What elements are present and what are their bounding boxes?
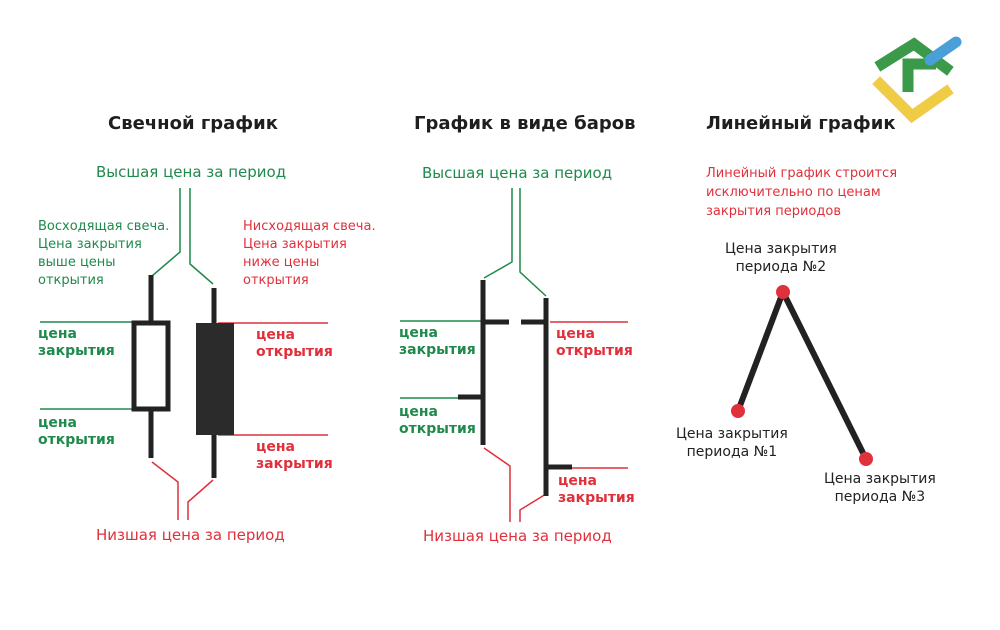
label-line: цена [556, 326, 595, 342]
bar-chart-title: График в виде баров [414, 113, 636, 134]
label-line: периода №3 [834, 489, 926, 505]
note-line: выше цены [38, 255, 116, 270]
bearish-bar [521, 298, 572, 496]
label-line: Цена закрытия [824, 471, 936, 487]
note-line: Цена закрытия [38, 237, 142, 252]
candle-bear-close-label: цена закрытия [256, 439, 333, 473]
label-line: открытия [399, 421, 476, 437]
line-chart-note: Линейный график строится исключительно п… [706, 164, 897, 221]
bullish-bar [458, 280, 509, 445]
brand-logo-icon [872, 36, 962, 124]
label-line: открытия [38, 432, 115, 448]
bullish-candle-note: Восходящая свеча. Цена закрытия выше цен… [38, 218, 169, 290]
bar-low-label: Низшая цена за период [423, 527, 612, 545]
bullish-candle [131, 275, 171, 458]
note-line: Нисходящая свеча. [243, 219, 376, 234]
bearish-candle [196, 288, 234, 478]
close-point-3-label: Цена закрытия периода №3 [824, 470, 936, 506]
label-line: Цена закрытия [725, 241, 837, 257]
note-line: Цена закрытия [243, 237, 347, 252]
note-line: Линейный график строится [706, 166, 898, 181]
candle-bull-close-label: цена закрытия [38, 326, 115, 360]
bar-high-label: Высшая цена за период [422, 164, 613, 182]
label-line: открытия [556, 343, 633, 359]
candle-low-label: Низшая цена за период [96, 526, 285, 544]
label-line: цена [256, 327, 295, 343]
note-line: открытия [38, 273, 104, 288]
candle-chart-title: Свечной график [108, 113, 278, 134]
bar-connectors [400, 188, 628, 522]
label-line: периода №2 [735, 259, 827, 275]
label-line: цена [38, 326, 77, 342]
note-line: ниже цены [243, 255, 320, 270]
label-line: открытия [256, 344, 333, 360]
bar-bear-open-label: цена открытия [556, 326, 633, 360]
label-line: цена [399, 325, 438, 341]
line-chart-title: Линейный график [706, 113, 896, 134]
close-point-1-label: Цена закрытия периода №1 [676, 425, 788, 461]
candle-bear-open-label: цена открытия [256, 327, 333, 361]
note-line: закрытия периодов [706, 204, 841, 219]
close-point-3 [859, 452, 873, 466]
bearish-candle-note: Нисходящая свеча. Цена закрытия ниже цен… [243, 218, 376, 290]
label-line: цена [256, 439, 295, 455]
label-line: Цена закрытия [676, 426, 788, 442]
candle-bull-open-label: цена открытия [38, 415, 115, 449]
note-line: Восходящая свеча. [38, 219, 170, 234]
bar-bull-open-label: цена открытия [399, 404, 476, 438]
close-point-2-label: Цена закрытия периода №2 [725, 240, 837, 276]
note-line: исключительно по ценам [706, 185, 881, 200]
label-line: цена [558, 473, 597, 489]
label-line: закрытия [38, 343, 115, 359]
note-line: открытия [243, 273, 309, 288]
close-point-1 [731, 404, 745, 418]
label-line: периода №1 [686, 444, 778, 460]
candle-high-label: Высшая цена за период [96, 163, 287, 181]
close-point-2 [776, 285, 790, 299]
label-line: закрытия [399, 342, 476, 358]
bar-bull-close-label: цена закрытия [399, 325, 476, 359]
bar-bear-close-label: цена закрытия [558, 473, 635, 507]
label-line: цена [399, 404, 438, 420]
label-line: закрытия [256, 456, 333, 472]
label-line: закрытия [558, 490, 635, 506]
line-chart [731, 284, 873, 466]
label-line: цена [38, 415, 77, 431]
